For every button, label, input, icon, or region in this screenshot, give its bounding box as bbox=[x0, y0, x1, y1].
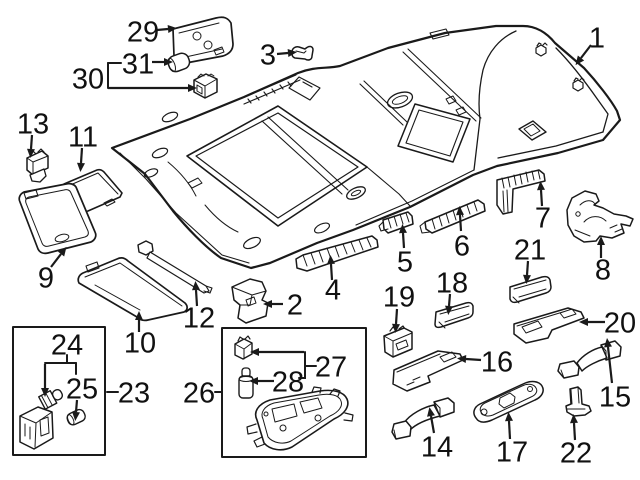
part-24-socket-drawing bbox=[38, 388, 64, 410]
callout-13: 13 bbox=[17, 108, 49, 158]
part-18-lens-drawing bbox=[434, 301, 474, 329]
callout-19: 19 bbox=[383, 281, 415, 333]
callout-number-4: 4 bbox=[325, 274, 341, 306]
callout-6: 6 bbox=[454, 206, 470, 262]
callout-22: 22 bbox=[560, 414, 592, 469]
callout-26: 26 bbox=[183, 377, 222, 409]
part-23-lamp-housing-drawing bbox=[19, 406, 54, 450]
part-19-bracket-drawing bbox=[383, 325, 413, 358]
callout-number-9: 9 bbox=[38, 262, 54, 294]
callout-number-10: 10 bbox=[124, 327, 156, 359]
part-1-headliner-drawing bbox=[110, 24, 622, 270]
callout-1: 1 bbox=[575, 22, 605, 66]
callout-28: 28 bbox=[249, 366, 304, 398]
callout-4: 4 bbox=[325, 255, 341, 306]
callout-18: 18 bbox=[436, 267, 468, 315]
callout-number-27: 27 bbox=[315, 351, 347, 383]
part-2-bracket-drawing bbox=[231, 278, 269, 324]
part-22-hook-drawing bbox=[565, 386, 592, 417]
part-27-socket-drawing bbox=[234, 335, 253, 360]
part-6-rail-drawing bbox=[419, 199, 486, 234]
callout-number-14: 14 bbox=[421, 431, 453, 463]
callout-3: 3 bbox=[260, 39, 297, 71]
callout-number-29: 29 bbox=[127, 16, 159, 48]
callout-number-21: 21 bbox=[514, 234, 546, 266]
part-9-sun-visor-drawing bbox=[18, 182, 97, 255]
callout-2: 2 bbox=[263, 289, 303, 321]
callout-7: 7 bbox=[535, 181, 551, 234]
callout-number-5: 5 bbox=[397, 246, 413, 278]
part-13-sensor-drawing bbox=[26, 148, 49, 183]
group-box-23 bbox=[12, 326, 106, 456]
callout-number-31: 31 bbox=[122, 48, 154, 80]
part-12-visor-rod-drawing bbox=[137, 240, 213, 294]
callout-31: 31 bbox=[122, 48, 173, 80]
part-17-console-drawing bbox=[473, 380, 544, 423]
part-10-sun-visor-drawing bbox=[77, 257, 188, 322]
part-28-bulb-drawing bbox=[238, 367, 254, 399]
callout-number-25: 25 bbox=[66, 373, 98, 405]
callout-11: 11 bbox=[68, 121, 98, 172]
callout-15: 15 bbox=[599, 338, 631, 413]
callout-number-26: 26 bbox=[183, 377, 215, 409]
part-20-panel-drawing bbox=[513, 307, 585, 344]
part-3-clip-drawing bbox=[291, 45, 314, 61]
callout-17: 17 bbox=[496, 412, 528, 468]
callout-9: 9 bbox=[38, 246, 67, 294]
callout-21: 21 bbox=[514, 234, 546, 284]
callout-5: 5 bbox=[397, 224, 413, 278]
part-16-panel-drawing bbox=[392, 350, 464, 392]
callout-number-24: 24 bbox=[51, 329, 83, 361]
part-30-socket-drawing bbox=[193, 73, 218, 99]
callout-number-16: 16 bbox=[481, 346, 513, 378]
callout-number-15: 15 bbox=[599, 381, 631, 413]
part-26-dome-light-drawing bbox=[246, 386, 354, 451]
callout-number-1: 1 bbox=[589, 22, 605, 54]
callout-30: 30 bbox=[72, 62, 197, 95]
callout-25: 25 bbox=[66, 373, 98, 421]
callout-number-7: 7 bbox=[535, 202, 551, 234]
part-7-rail-drawing bbox=[496, 169, 546, 215]
part-8-bracket-drawing bbox=[566, 190, 634, 243]
callout-number-2: 2 bbox=[287, 289, 303, 321]
callout-number-11: 11 bbox=[68, 121, 98, 153]
callout-number-19: 19 bbox=[383, 281, 415, 313]
callout-number-23: 23 bbox=[118, 377, 150, 409]
callout-23: 23 bbox=[106, 377, 150, 409]
callout-14: 14 bbox=[421, 407, 453, 463]
callout-number-12: 12 bbox=[183, 302, 215, 334]
callout-16: 16 bbox=[457, 346, 513, 378]
callout-number-3: 3 bbox=[260, 39, 276, 71]
callout-number-18: 18 bbox=[436, 267, 468, 299]
callout-number-8: 8 bbox=[595, 254, 611, 286]
part-31-bulb-drawing bbox=[167, 52, 191, 73]
part-5-rail-drawing bbox=[378, 211, 414, 234]
callout-24: 24 bbox=[41, 329, 83, 397]
callout-number-6: 6 bbox=[454, 230, 470, 262]
callout-12: 12 bbox=[183, 281, 215, 334]
callout-number-13: 13 bbox=[17, 108, 49, 140]
group-box-26 bbox=[221, 327, 367, 458]
callout-number-17: 17 bbox=[496, 436, 528, 468]
callout-27: 27 bbox=[250, 348, 347, 383]
part-4-rail-drawing bbox=[295, 235, 379, 272]
part-21-lens-drawing bbox=[509, 275, 552, 304]
callout-number-28: 28 bbox=[272, 366, 304, 398]
callout-10: 10 bbox=[124, 311, 156, 359]
callout-29: 29 bbox=[127, 16, 177, 48]
callout-8: 8 bbox=[595, 236, 611, 286]
callout-number-30: 30 bbox=[72, 63, 104, 95]
callout-number-22: 22 bbox=[560, 437, 592, 469]
callout-20: 20 bbox=[579, 307, 636, 339]
callout-number-20: 20 bbox=[604, 307, 636, 339]
